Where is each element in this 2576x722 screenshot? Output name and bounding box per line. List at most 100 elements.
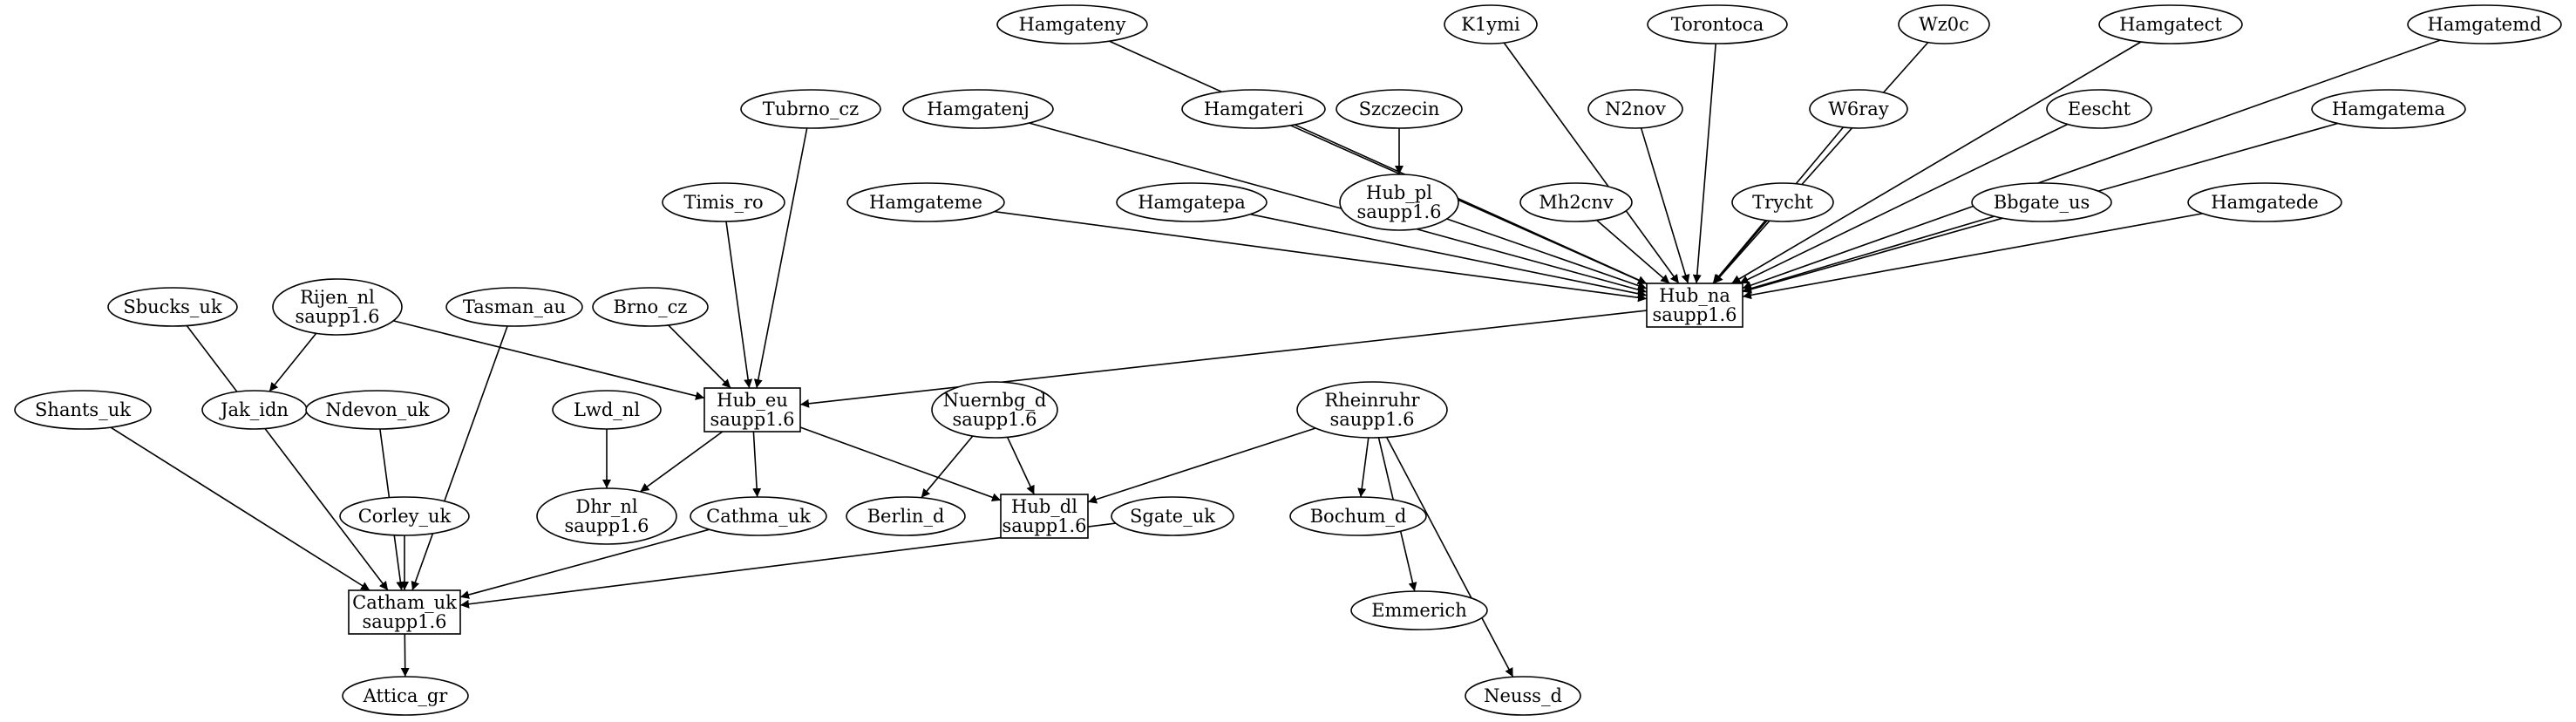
edge-layer — [110, 39, 2441, 678]
node-torontoca: Torontoca — [1647, 4, 1788, 44]
node-shape-tasman_au — [445, 287, 583, 327]
node-label-dhr_nl-line-0: Dhr_nl — [575, 496, 637, 517]
node-berlin_d: Berlin_d — [846, 496, 966, 536]
node-attica_gr: Attica_gr — [342, 676, 469, 716]
edge-hamgatepa-to-hub_na — [1250, 213, 1648, 298]
node-shape-bochum_d — [1289, 496, 1427, 536]
node-label-hamgatemd-line-0: Hamgatemd — [2428, 14, 2542, 35]
node-hamgatect: Hamgatect — [2098, 4, 2243, 44]
node-shape-neuss_d — [1465, 676, 1581, 716]
node-label-hamgateme-line-0: Hamgateme — [869, 192, 982, 213]
node-shape-wz0c — [1898, 4, 1990, 44]
node-shape-hamgateny — [996, 4, 1148, 44]
edge-cathma_uk-to-catham_uk — [459, 528, 710, 599]
node-shape-corley_uk — [339, 496, 470, 536]
node-shape-torontoca — [1647, 4, 1788, 44]
node-hamgateri: Hamgateri — [1181, 89, 1326, 129]
edge-bbgate_us-to-hub_na — [1742, 215, 1995, 293]
node-label-w6ray-line-0: W6ray — [1828, 99, 1889, 119]
node-label-rheinruhr-line-1: saupp1.6 — [1329, 409, 1414, 430]
edge-brno_cz-to-hub_eu — [668, 324, 731, 389]
edge-rijen_nl-to-jak_idn — [268, 332, 317, 392]
edge-mh2cnv-to-hub_na — [1596, 219, 1670, 284]
node-ndevon_uk: Ndevon_uk — [305, 390, 450, 430]
node-label-bbgate_us-line-0: Bbgate_us — [1994, 192, 2090, 213]
node-label-emmerich-line-0: Emmerich — [1371, 600, 1467, 621]
node-shape-brno_cz — [592, 287, 709, 327]
node-label-szczecin-line-0: Szczecin — [1359, 99, 1440, 119]
node-tubrno_cz: Tubrno_cz — [740, 89, 881, 129]
node-shape-hub_pl — [1339, 174, 1459, 231]
node-label-trycht-line-0: Trycht — [1752, 192, 1813, 213]
edge-catham_uk-to-attica_gr — [400, 633, 410, 678]
node-label-hub_dl-line-0: Hub_dl — [1011, 496, 1077, 517]
edge-rheinruhr-to-bochum_d — [1357, 437, 1370, 498]
node-label-hub_pl-line-1: saupp1.6 — [1356, 201, 1441, 222]
node-shants_uk: Shants_uk — [14, 390, 152, 430]
node-tasman_au: Tasman_au — [445, 287, 583, 327]
node-label-wz0c-line-0: Wz0c — [1919, 14, 1969, 35]
edge-hub_eu-to-hub_dl — [799, 426, 1002, 502]
node-hamgateny: Hamgateny — [996, 4, 1148, 44]
node-k1ymi: K1ymi — [1444, 4, 1538, 44]
node-label-rijen_nl-line-0: Rijen_nl — [300, 287, 375, 308]
node-hamgatema: Hamgatema — [2311, 89, 2466, 129]
edge-hub_pl-to-hub_na — [1446, 218, 1648, 290]
node-shape-dhr_nl — [536, 487, 677, 545]
node-corley_uk: Corley_uk — [339, 496, 470, 536]
node-label-hub_eu-line-1: saupp1.6 — [710, 409, 794, 430]
edge-hub_eu-to-dhr_nl — [639, 431, 724, 493]
node-cathma_uk: Cathma_uk — [690, 496, 827, 536]
edge-nuernbg_d-to-berlin_d — [921, 435, 974, 499]
node-label-k1ymi-line-0: K1ymi — [1461, 14, 1520, 35]
node-hamgateme: Hamgateme — [846, 182, 1005, 222]
node-label-hub_eu-line-0: Hub_eu — [717, 390, 788, 411]
node-shape-hamgatepa — [1116, 182, 1268, 222]
edge-hamgatemd-to-hub_na — [1742, 39, 2441, 289]
node-timis_ro: Timis_ro — [662, 182, 785, 222]
node-label-catham_uk-line-0: Catham_uk — [352, 592, 457, 613]
node-label-bochum_d-line-0: Bochum_d — [1310, 506, 1407, 527]
node-label-dhr_nl-line-1: saupp1.6 — [564, 515, 649, 536]
node-label-ndevon_uk-line-0: Ndevon_uk — [325, 399, 429, 420]
node-label-hub_na-line-0: Hub_na — [1659, 285, 1730, 306]
edge-hub_na-to-hub_eu — [799, 310, 1648, 408]
node-wz0c: Wz0c — [1898, 4, 1990, 44]
node-label-tubrno_cz-line-0: Tubrno_cz — [763, 99, 860, 119]
node-trycht: Trycht — [1731, 182, 1834, 222]
node-shape-hamgatemd — [2407, 4, 2562, 44]
node-shape-shants_uk — [14, 390, 152, 430]
node-hamgatemd: Hamgatemd — [2407, 4, 2562, 44]
node-shape-bbgate_us — [1971, 182, 2112, 222]
node-bbgate_us: Bbgate_us — [1971, 182, 2112, 222]
node-label-catham_uk-line-1: saupp1.6 — [362, 611, 446, 632]
node-label-attica_gr-line-0: Attica_gr — [363, 685, 449, 706]
edge-rijen_nl-to-hub_eu — [393, 320, 705, 400]
node-label-hamgateri-line-0: Hamgateri — [1204, 99, 1304, 119]
node-shape-rijen_nl — [272, 278, 403, 336]
edge-hamgatenj-to-hub_na — [1029, 122, 1648, 295]
node-shape-hub_na — [1646, 283, 1743, 328]
node-shape-n2nov — [1587, 89, 1683, 129]
node-label-eescht-line-0: Eescht — [2068, 99, 2131, 119]
node-label-torontoca-line-0: Torontoca — [1671, 14, 1764, 35]
node-label-hub_pl-line-0: Hub_pl — [1366, 182, 1432, 203]
node-shape-cathma_uk — [690, 496, 827, 536]
node-brno_cz: Brno_cz — [592, 287, 709, 327]
edge-n2nov-to-hub_na — [1640, 127, 1690, 284]
node-shape-catham_uk — [348, 589, 461, 635]
node-bochum_d: Bochum_d — [1289, 496, 1427, 536]
node-label-sbucks_uk-line-0: Sbucks_uk — [123, 296, 222, 317]
node-shape-trycht — [1731, 182, 1834, 222]
node-hamgatede: Hamgatede — [2187, 182, 2342, 222]
node-n2nov: N2nov — [1587, 89, 1683, 129]
node-label-hamgatema-line-0: Hamgatema — [2332, 99, 2445, 119]
node-sgate_uk: Sgate_uk — [1111, 496, 1234, 536]
node-label-timis_ro-line-0: Timis_ro — [683, 192, 763, 213]
edge-hamgatect-to-hub_na — [1730, 41, 2142, 284]
edge-shants_uk-to-catham_uk — [110, 426, 370, 591]
